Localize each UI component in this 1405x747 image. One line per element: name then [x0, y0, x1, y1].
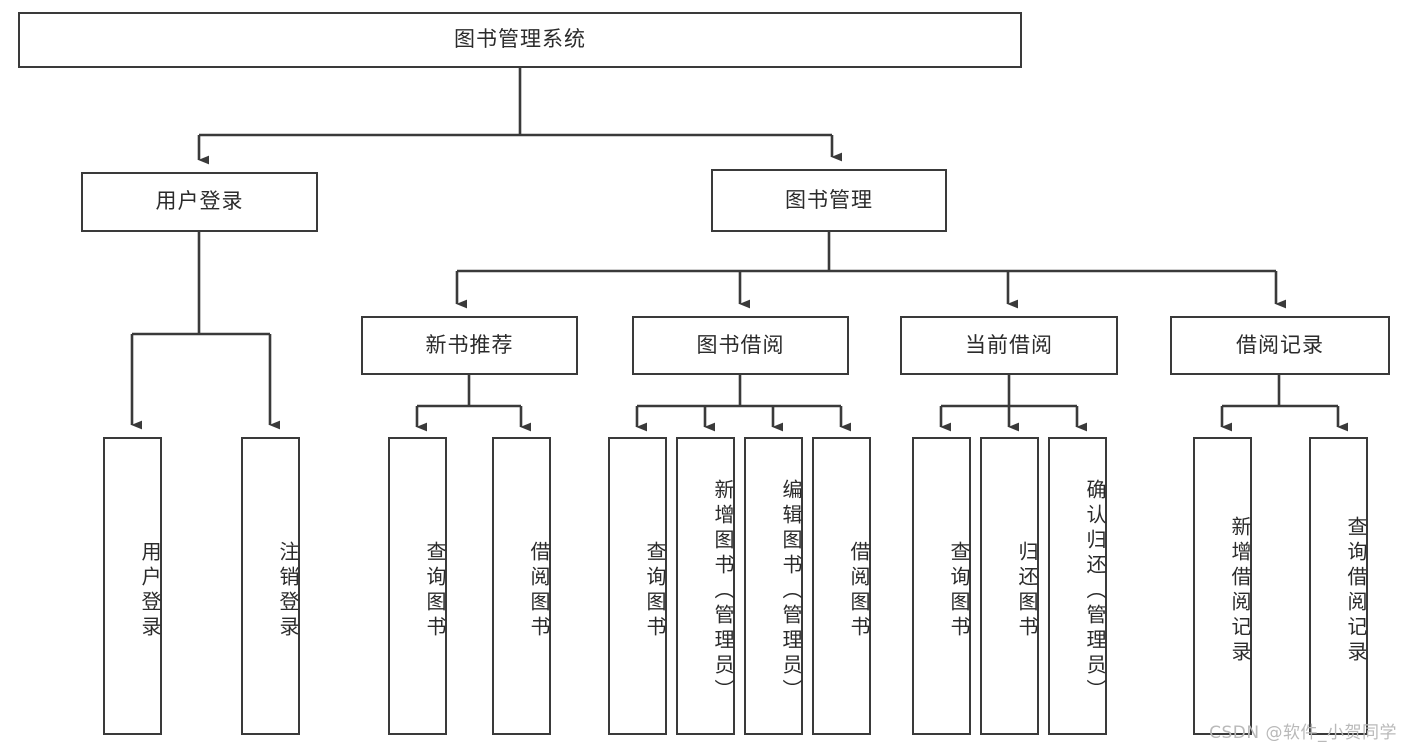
- node-label: 注销登录: [276, 541, 300, 641]
- node-root-book-management-system[interactable]: 图书管理系统: [18, 12, 1022, 68]
- node-label: 借阅图书: [527, 541, 551, 641]
- node-label: 借阅记录: [1236, 332, 1324, 357]
- leaf-new-book-query-book[interactable]: 查询图书: [388, 437, 447, 735]
- leaf-book-borrow-edit-book-admin[interactable]: 编辑图书（管理员）: [744, 437, 803, 735]
- node-label: 图书管理: [785, 187, 873, 212]
- node-label: 当前借阅: [965, 332, 1053, 357]
- leaf-current-borrow-return-book[interactable]: 归还图书: [980, 437, 1039, 735]
- node-book-borrow[interactable]: 图书借阅: [632, 316, 849, 375]
- node-label: 查询图书: [643, 541, 667, 641]
- node-label: 查询借阅记录: [1344, 516, 1368, 666]
- csdn-watermark: CSDN @软件_小贺同学: [1209, 723, 1397, 743]
- leaf-borrow-record-query-record[interactable]: 查询借阅记录: [1309, 437, 1368, 735]
- leaf-current-borrow-query-book[interactable]: 查询图书: [912, 437, 971, 735]
- node-borrow-record[interactable]: 借阅记录: [1170, 316, 1390, 375]
- node-label: 查询图书: [947, 541, 971, 641]
- node-label: 新书推荐: [425, 332, 514, 357]
- leaf-borrow-record-add-record[interactable]: 新增借阅记录: [1193, 437, 1252, 735]
- leaf-book-borrow-borrow-book[interactable]: 借阅图书: [812, 437, 871, 735]
- node-user-login[interactable]: 用户登录: [81, 172, 318, 232]
- node-label: 新增借阅记录: [1228, 516, 1252, 666]
- node-book-management[interactable]: 图书管理: [711, 169, 947, 232]
- node-current-borrow[interactable]: 当前借阅: [900, 316, 1118, 375]
- node-label: 新增图书（管理员）: [711, 478, 735, 704]
- node-label: 用户登录: [138, 541, 162, 641]
- node-label: 确认归还（管理员）: [1083, 478, 1107, 704]
- node-label: 查询图书: [423, 541, 447, 641]
- node-label: 归还图书: [1015, 541, 1039, 641]
- leaf-current-borrow-confirm-return-admin[interactable]: 确认归还（管理员）: [1048, 437, 1107, 735]
- leaf-user-login-signin[interactable]: 用户登录: [103, 437, 162, 735]
- leaf-book-borrow-add-book-admin[interactable]: 新增图书（管理员）: [676, 437, 735, 735]
- leaf-user-login-signout[interactable]: 注销登录: [241, 437, 300, 735]
- node-label: 图书借阅: [696, 332, 785, 357]
- node-new-book-recommend[interactable]: 新书推荐: [361, 316, 578, 375]
- node-label: 图书管理系统: [454, 27, 586, 52]
- node-label: 用户登录: [155, 189, 244, 214]
- node-label: 编辑图书（管理员）: [779, 478, 803, 704]
- leaf-book-borrow-query-book[interactable]: 查询图书: [608, 437, 667, 735]
- leaf-new-book-borrow-book[interactable]: 借阅图书: [492, 437, 551, 735]
- node-label: 借阅图书: [847, 541, 871, 641]
